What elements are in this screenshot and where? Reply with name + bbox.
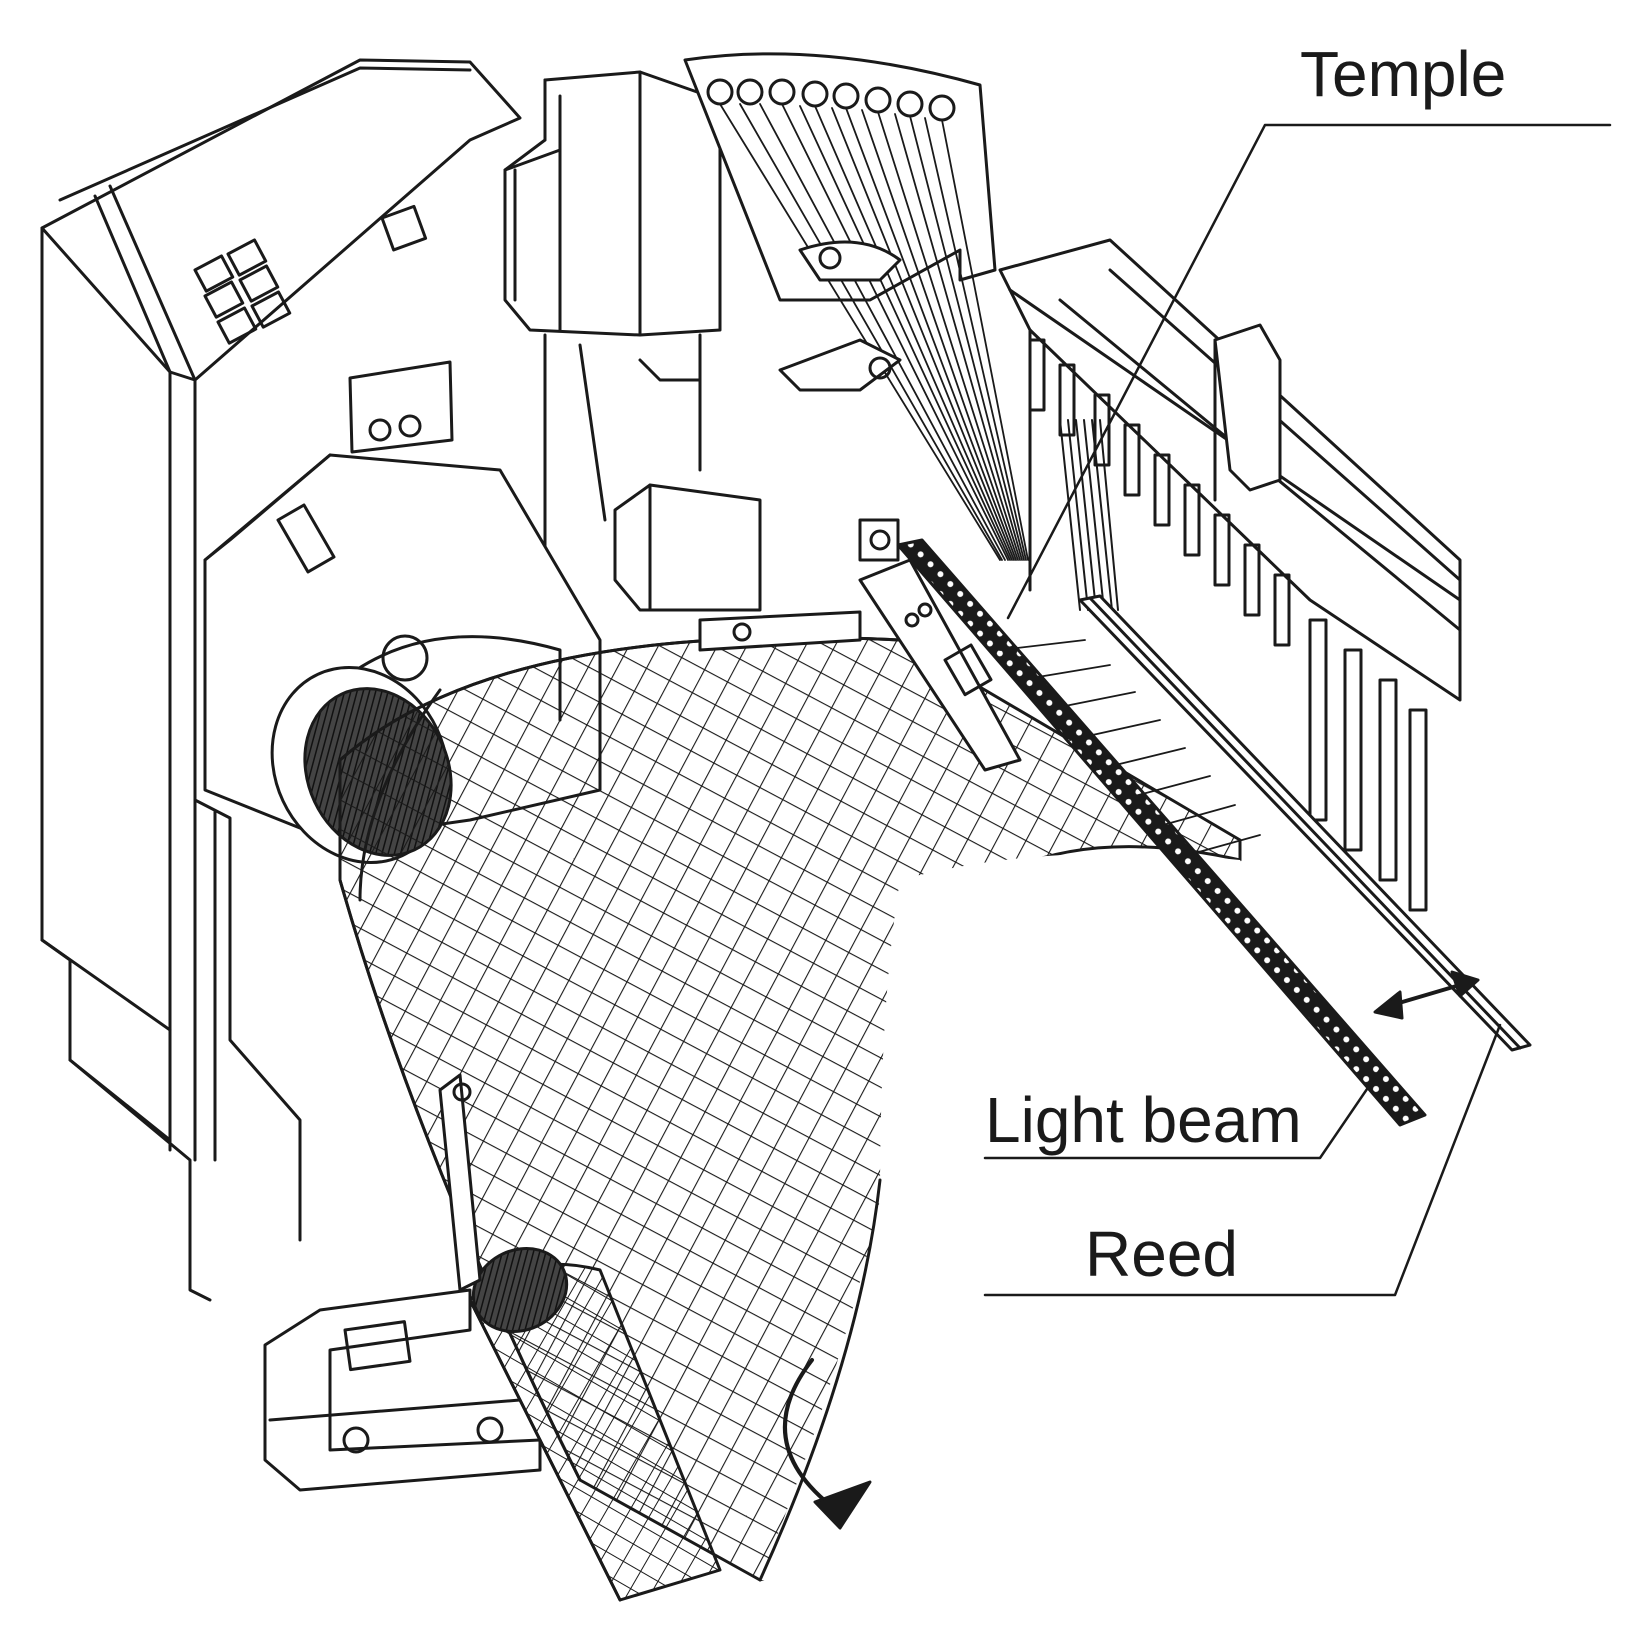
- heddle-frame: [998, 238, 1462, 912]
- mounting-plate: [348, 360, 454, 454]
- reed-leader-line: [983, 1023, 1502, 1297]
- yarn-guide-fan: [683, 52, 1029, 561]
- temple-label: Temple: [1300, 38, 1507, 110]
- takeup-roll: [468, 1246, 722, 1602]
- warp-threads: [719, 103, 1029, 561]
- heddle-slats: [1028, 338, 1428, 912]
- bottom-bracket: [263, 1073, 542, 1492]
- temple-bar: [858, 558, 1022, 772]
- machine-housing: [40, 58, 522, 1302]
- light-beam-leader-line: [983, 1068, 1382, 1160]
- sensor-column: [503, 70, 722, 642]
- light-beam: [896, 538, 1427, 1127]
- reed-motion-arrow-icon: [1373, 970, 1480, 1020]
- side-frame: [193, 798, 302, 1242]
- rotation-arrow-icon: [782, 1358, 872, 1530]
- light-sensor: [613, 483, 900, 652]
- reed-label: Reed: [1085, 1218, 1238, 1290]
- temple-leader-line: [1006, 123, 1612, 620]
- reed-bar: [999, 594, 1532, 1052]
- control-panel-buttons: [193, 204, 428, 345]
- leader-lines: [983, 123, 1612, 1297]
- light-beam-label: Light beam: [985, 1084, 1302, 1156]
